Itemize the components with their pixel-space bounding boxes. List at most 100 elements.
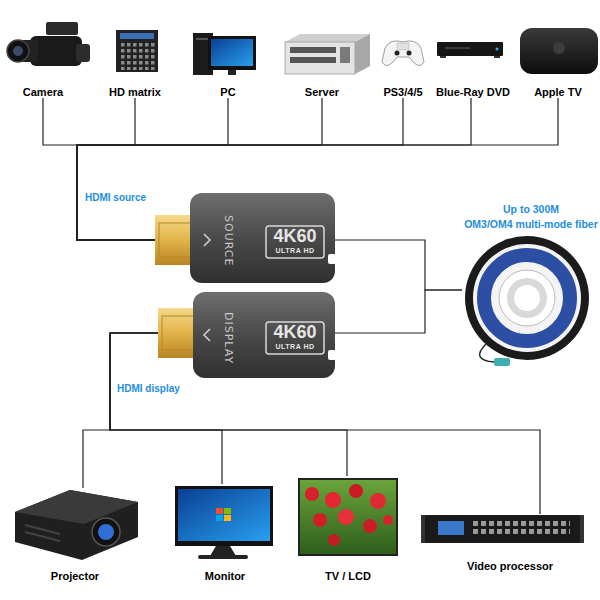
adapter-body	[193, 292, 335, 378]
node-label: PS3/4/5	[375, 86, 431, 98]
display-adapter	[158, 292, 336, 378]
camera-icon	[7, 22, 90, 66]
display-device: Projector	[8, 488, 142, 582]
controller-body	[382, 41, 424, 66]
projector-lens	[92, 518, 120, 546]
projector-glass	[98, 524, 114, 540]
node-text: ULTRA HD	[266, 246, 324, 255]
source-device: Server	[287, 12, 357, 98]
screen-tile	[216, 508, 223, 514]
node-label: Video processor	[420, 560, 600, 572]
monitor-icon	[175, 486, 273, 559]
hdmi-connector	[77, 98, 155, 240]
tv-icon	[298, 478, 398, 556]
node-text: OM3/OM4 multi-mode fiber	[452, 218, 600, 230]
controller-stick	[395, 51, 400, 56]
bluray-body	[437, 42, 503, 56]
flower	[328, 534, 340, 546]
hdmi-connector	[77, 98, 322, 240]
badge-frame	[266, 322, 324, 354]
hdmi-connector	[77, 98, 228, 240]
fiber-spool: Up to 300MOM3/OM4 multi-mode fiber	[462, 203, 600, 368]
apple-tv-icon	[520, 28, 598, 74]
direction-chevron	[204, 329, 210, 341]
camera-grip	[76, 44, 90, 62]
adapter-body	[190, 193, 335, 283]
flower	[313, 513, 327, 527]
source-device: Apple TV	[523, 12, 593, 98]
hdmi-plug	[158, 308, 198, 358]
server-panel	[340, 47, 350, 63]
hdmi-connector	[77, 98, 471, 240]
screen-tile	[224, 508, 231, 514]
node-label: Up to 300M	[462, 203, 600, 215]
fiber-connector	[494, 358, 510, 366]
hdmi-connector	[83, 333, 158, 488]
processor-body	[425, 515, 580, 543]
node-label: Server	[287, 86, 357, 98]
video-processor-icon	[421, 515, 584, 543]
monitor-neck	[210, 546, 236, 556]
node-label: Monitor	[172, 570, 278, 582]
projector-icon	[15, 490, 138, 560]
source-device: PC	[193, 12, 263, 98]
node-label: DISPLAY	[222, 312, 235, 364]
monitor-screen	[178, 489, 270, 541]
matrix-body	[116, 30, 158, 72]
apple-tv-body	[520, 28, 598, 74]
monitor-base	[198, 555, 248, 559]
camera-viewfinder	[46, 22, 78, 35]
node-label: TV / LCD	[296, 570, 400, 582]
node-text: 4K60	[266, 322, 324, 342]
node-label: Camera	[8, 86, 78, 98]
hd-matrix-icon	[116, 30, 158, 72]
projector-vent	[25, 532, 60, 541]
hdmi-plug-shell	[162, 316, 194, 350]
receiver-adapter: DISPLAY 4K60ULTRA HD	[158, 292, 335, 378]
spool-hub-inner	[507, 278, 547, 318]
bluray-foot	[440, 56, 446, 58]
flower	[349, 484, 363, 498]
controller-icon	[382, 41, 424, 66]
source-device: PS3/4/5	[375, 12, 431, 98]
bluray-icon	[437, 42, 503, 58]
node-label: HD matrix	[100, 86, 170, 98]
transmitter-adapter: SOURCE4K60ULTRA HD	[155, 193, 335, 283]
server-icon	[285, 34, 370, 74]
pc-stand	[228, 70, 236, 75]
tv-screen	[300, 480, 396, 554]
pc-drive	[196, 38, 210, 40]
source-device: HD matrix	[100, 12, 170, 98]
hdmi-plug	[155, 215, 195, 265]
processor-buttons	[472, 520, 570, 537]
hdmi-connector	[43, 98, 155, 240]
source-adapter	[155, 193, 336, 283]
matrix-display	[120, 33, 154, 39]
camera-lens	[7, 40, 29, 62]
source-device: Camera	[8, 12, 78, 98]
source-device: Blue-Ray DVD	[436, 12, 506, 98]
hdmi-connector	[335, 290, 462, 333]
pc-monitor	[208, 36, 256, 70]
node-text: ULTRA HD	[266, 342, 324, 351]
node-text: 4K60	[266, 226, 324, 246]
bluray-foot	[494, 56, 500, 58]
flower	[370, 493, 386, 509]
spool-face	[473, 244, 581, 352]
spool-rim	[465, 236, 589, 360]
node-label: Projector	[8, 570, 142, 582]
controller-stick	[407, 51, 412, 56]
flower	[363, 519, 377, 533]
badge-frame	[266, 226, 324, 258]
adapter-notch	[328, 350, 336, 360]
pc-icon	[193, 33, 256, 75]
server-front	[285, 42, 355, 74]
monitor-frame	[175, 486, 273, 546]
direction-chevron	[204, 234, 210, 246]
hdmi-connector	[110, 333, 540, 514]
camera-glass	[13, 46, 23, 56]
